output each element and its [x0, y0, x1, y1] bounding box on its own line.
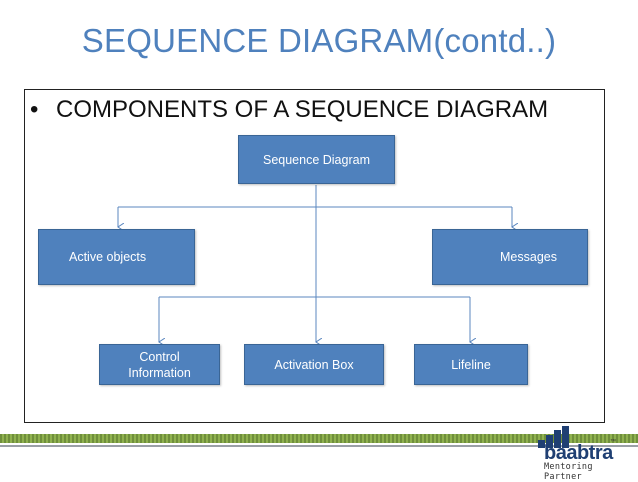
- footer-band: [0, 434, 638, 443]
- footer-line: [0, 445, 638, 447]
- logo-tagline: Mentoring Partner: [544, 462, 593, 482]
- node-active-objects: Active objects: [38, 229, 195, 285]
- node-control-information: Control Information: [99, 344, 220, 385]
- logo-trademark: ™: [610, 439, 616, 445]
- bullet-item: • COMPONENTS OF A SEQUENCE DIAGRAM: [30, 96, 548, 124]
- logo-wordmark: baabtra: [544, 442, 613, 464]
- baabtra-logo: baabtra ™ Mentoring Partner: [530, 424, 630, 482]
- bullet-dot: •: [30, 96, 39, 123]
- logo-steps-icon: [538, 426, 569, 448]
- slide-title: SEQUENCE DIAGRAM(contd..): [81, 22, 557, 59]
- node-lifeline: Lifeline: [414, 344, 528, 385]
- node-sequence-diagram: Sequence Diagram: [238, 135, 395, 184]
- node-activation-box: Activation Box: [244, 344, 384, 385]
- content-frame: [24, 89, 605, 423]
- node-messages: Messages: [432, 229, 588, 285]
- bullet-text: COMPONENTS OF A SEQUENCE DIAGRAM: [56, 96, 549, 123]
